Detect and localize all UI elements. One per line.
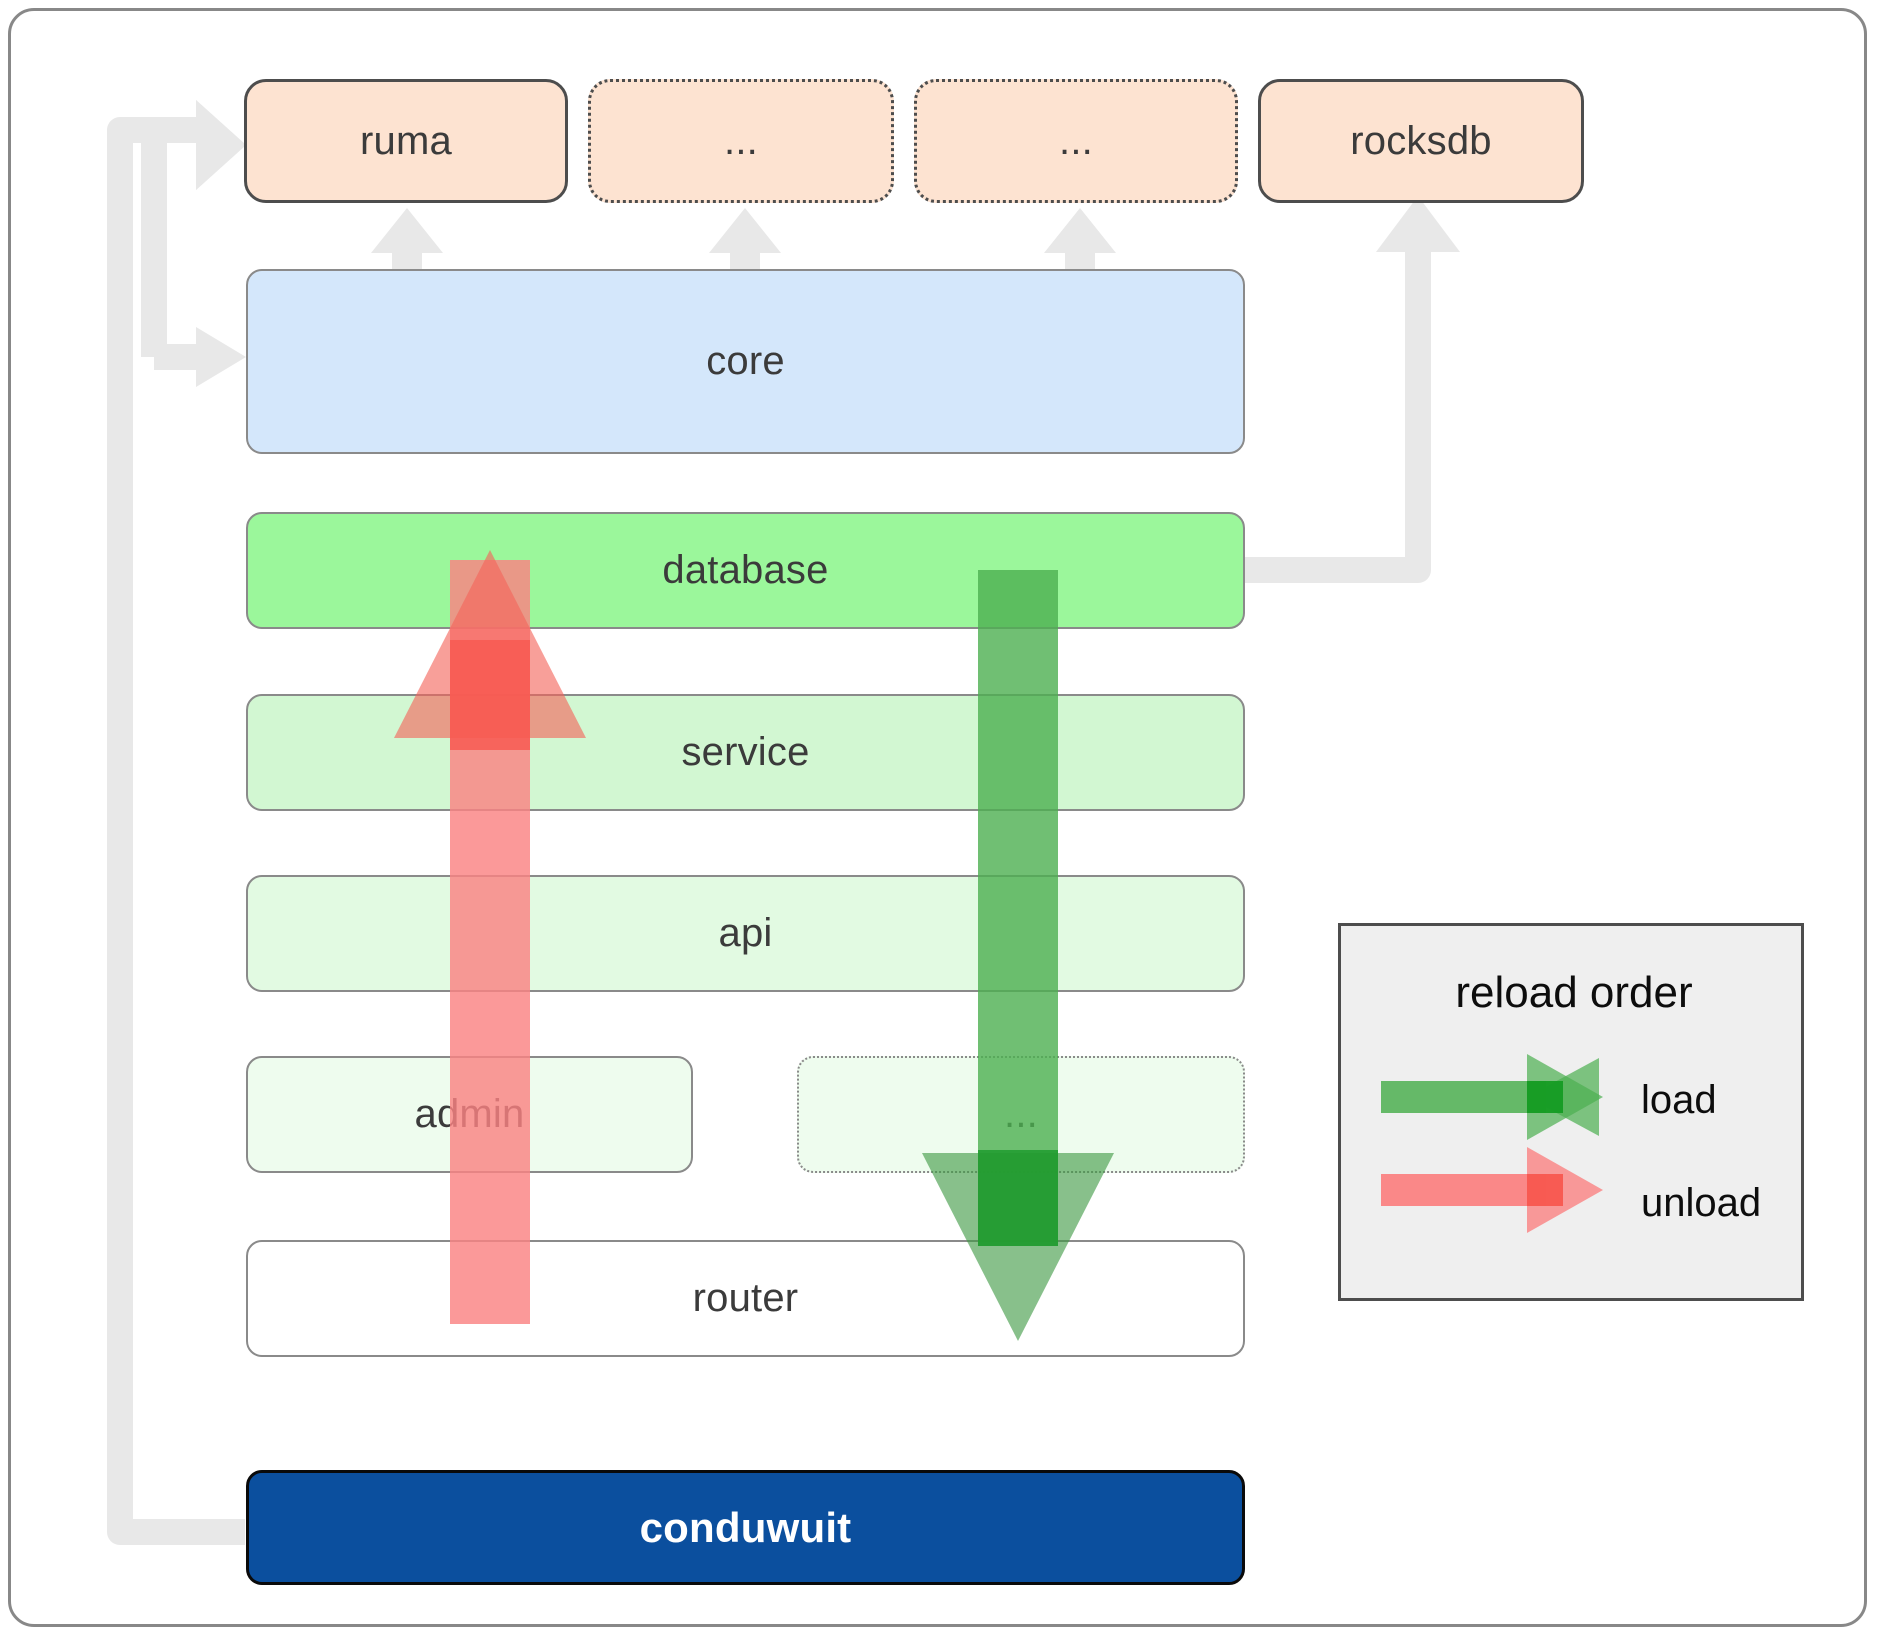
node-rocksdb[interactable]: rocksdb xyxy=(1258,79,1584,203)
legend-title: reload order xyxy=(1455,968,1693,1017)
connector-conduwuit-trunk xyxy=(107,100,246,1545)
node-api-label: api xyxy=(718,911,773,955)
node-database-label: database xyxy=(662,548,829,592)
load-arrow-down xyxy=(922,570,1114,1341)
node-router-label: router xyxy=(692,1276,799,1320)
node-rocksdb-label: rocksdb xyxy=(1350,118,1492,163)
legend-label-load: load xyxy=(1641,1078,1717,1122)
legend-reload-order: reload order load unload xyxy=(1338,923,1804,1301)
node-ext-b-label: ... xyxy=(1059,118,1093,163)
legend-unload-arrow-icon xyxy=(1381,1147,1603,1233)
legend-label-unload: unload xyxy=(1641,1181,1762,1225)
node-service-label: service xyxy=(681,730,810,774)
node-database[interactable]: database xyxy=(246,512,1245,629)
node-conduwuit[interactable]: conduwuit xyxy=(246,1470,1245,1585)
node-ext-b[interactable]: ... xyxy=(914,79,1238,203)
node-ext-a-label: ... xyxy=(724,118,758,163)
node-core[interactable]: core xyxy=(246,269,1245,454)
node-ruma[interactable]: ruma xyxy=(244,79,568,203)
connector-core-to-externals xyxy=(371,208,1116,272)
node-ext-a[interactable]: ... xyxy=(588,79,894,203)
node-ruma-label: ruma xyxy=(360,118,452,163)
unload-arrow-up xyxy=(394,550,586,1324)
legend-arrow-layer xyxy=(1381,1054,1603,1233)
node-router[interactable]: router xyxy=(246,1240,1245,1357)
connector-database-rocksdb xyxy=(1245,196,1460,583)
node-api[interactable]: api xyxy=(246,875,1245,992)
node-core-label: core xyxy=(706,339,785,383)
legend-load-arrow-icon xyxy=(1381,1054,1603,1140)
node-conduwuit-label: conduwuit xyxy=(639,1503,852,1551)
